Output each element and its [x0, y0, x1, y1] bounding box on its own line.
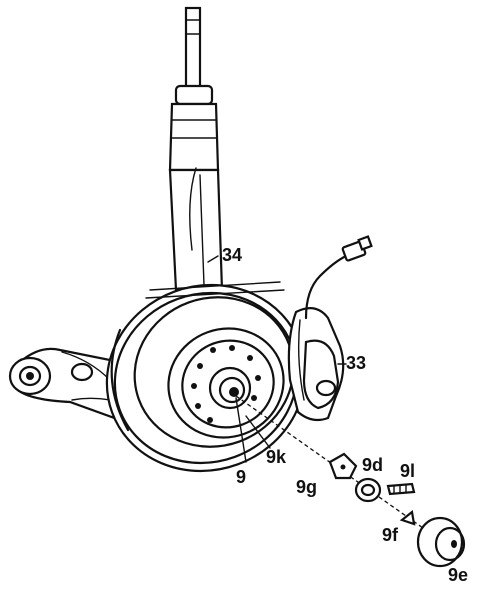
brake-disc — [105, 281, 307, 473]
label-pin-9f: 9f — [382, 525, 399, 545]
leader-lines — [207, 255, 347, 463]
label-bolt-9l: 9l — [400, 461, 416, 481]
label-washer-9g: 9g — [296, 477, 318, 497]
label-cap-9e: 9e — [448, 565, 469, 585]
brake-caliper — [287, 307, 345, 422]
label-retainer-9k: 9k — [266, 447, 287, 467]
label-caliper-33: 33 — [346, 353, 367, 373]
label-strut-34: 34 — [222, 245, 243, 265]
label-nut-9d: 9d — [362, 455, 384, 475]
clamping-washer — [328, 452, 358, 480]
contact-spring — [399, 509, 416, 526]
socket-screw — [386, 482, 416, 496]
wear-sensor-cable — [304, 235, 373, 320]
label-hub-nut-9: 9 — [236, 467, 247, 487]
clamp-nut — [354, 477, 382, 503]
grease-cap — [416, 516, 466, 568]
shock-absorber-strut — [168, 6, 224, 292]
